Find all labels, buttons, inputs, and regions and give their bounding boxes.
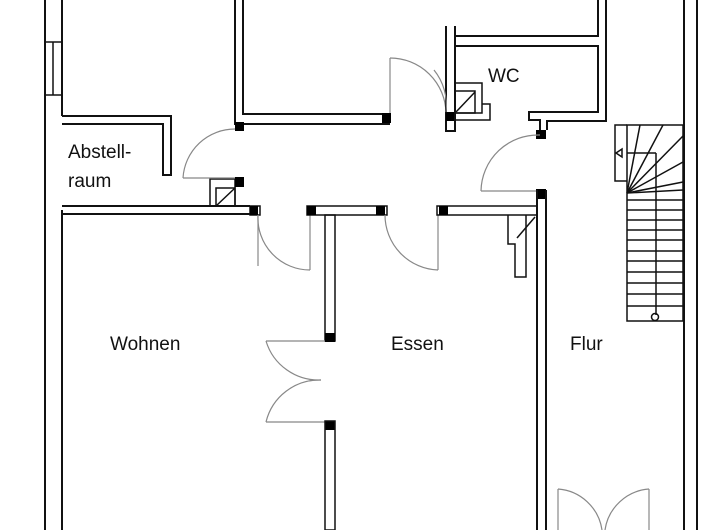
staircase — [614, 124, 684, 322]
room-label-flur: Flur — [570, 334, 603, 355]
hall-south-wall — [249, 190, 547, 530]
entrance-double-door — [557, 488, 650, 530]
hall-doors — [182, 128, 546, 199]
room-label-wohnen: Wohnen — [110, 334, 180, 355]
room-upper-center — [234, 0, 447, 131]
room-label-abstellraum-2: raum — [68, 171, 111, 192]
room-label-wc: WC — [488, 66, 520, 87]
partition-wall — [265, 214, 336, 530]
outer-walls — [44, 0, 698, 530]
room-label-essen: Essen — [391, 334, 444, 355]
room-wc — [433, 0, 607, 139]
room-abstellraum — [62, 115, 250, 215]
room-label-abstellraum-1: Abstell- — [68, 142, 131, 163]
